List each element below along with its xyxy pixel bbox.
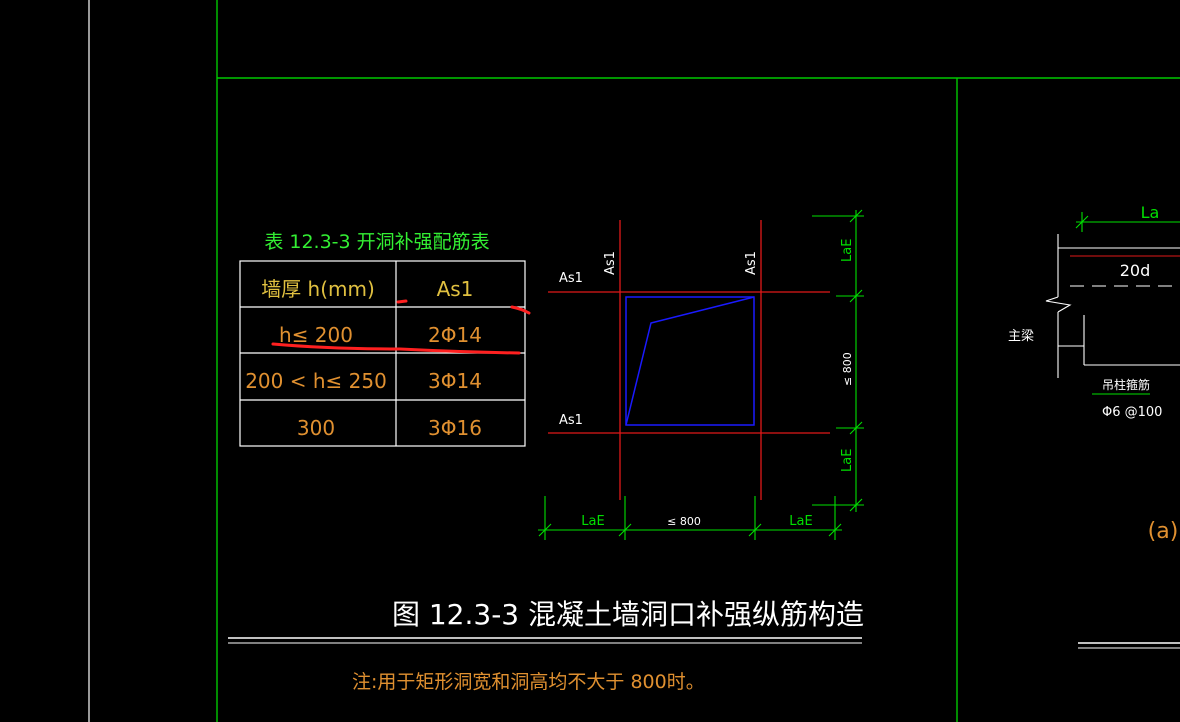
- dim-lae-bottom-left: LaE: [581, 514, 604, 529]
- row-2-bar: 3Φ14: [428, 369, 482, 393]
- dim-800-bottom: ≤ 800: [667, 515, 701, 528]
- reinforcing-bars: [548, 220, 830, 500]
- opening-outline: [625, 296, 755, 426]
- note-text: 注:用于矩形洞宽和洞高均不大于 800时。: [352, 671, 705, 693]
- as1-label-vertical-right: As1: [744, 251, 759, 275]
- row-3-thickness: 300: [297, 416, 335, 440]
- dim-lae-right-bottom: LaE: [840, 449, 855, 472]
- row-2-thickness: 200 < h≤ 250: [245, 369, 387, 393]
- right-underline: [1078, 642, 1180, 649]
- dim-lae-right-top: LaE: [840, 239, 855, 262]
- opening-detail: As1 As1 As1 As1 LaE ≤ 800 LaE: [538, 209, 864, 540]
- row-1-thickness: h≤ 200: [279, 323, 353, 347]
- table-title: 表 12.3-3 开洞补强配筋表: [264, 231, 489, 253]
- hand-annotation: [271, 299, 531, 355]
- caption-underline: [228, 637, 862, 644]
- header-thickness: 墙厚 h(mm): [261, 277, 375, 301]
- as1-label-bottom-left: As1: [559, 413, 583, 428]
- drawing-frame: [88, 0, 1180, 722]
- row-3-bar: 3Φ16: [428, 416, 482, 440]
- beam-lines: [1045, 234, 1180, 395]
- figure-caption: 图 12.3-3 混凝土墙洞口补强纵筋构造: [392, 598, 864, 631]
- spacing-label: Φ6 @100: [1102, 405, 1162, 420]
- table-grid: [239, 260, 526, 447]
- dim-800-right: ≤ 800: [841, 352, 854, 386]
- as1-label-top-left: As1: [559, 271, 583, 286]
- as1-label-vertical-left: As1: [603, 251, 618, 275]
- hanger-label: 吊柱箍筋: [1102, 377, 1150, 392]
- la-dimension: [1075, 212, 1180, 232]
- horizontal-dimension: [538, 496, 842, 540]
- right-detail: La 20d 主梁 吊柱箍筋 Φ6 @100 (a): [1008, 203, 1180, 649]
- dim-lae-bottom-right: LaE: [789, 514, 812, 529]
- rebar-table: 表 12.3-3 开洞补强配筋表 墙厚 h(mm) As1 h≤ 200 2Φ1…: [239, 231, 526, 447]
- d20-label: 20d: [1120, 261, 1151, 280]
- la-label: La: [1141, 203, 1160, 222]
- sub-figure-label: (a): [1148, 519, 1179, 544]
- header-bar: As1: [437, 277, 474, 301]
- row-1-bar: 2Φ14: [428, 323, 482, 347]
- vertical-dimension: [812, 209, 864, 512]
- main-beam-label: 主梁: [1008, 329, 1034, 344]
